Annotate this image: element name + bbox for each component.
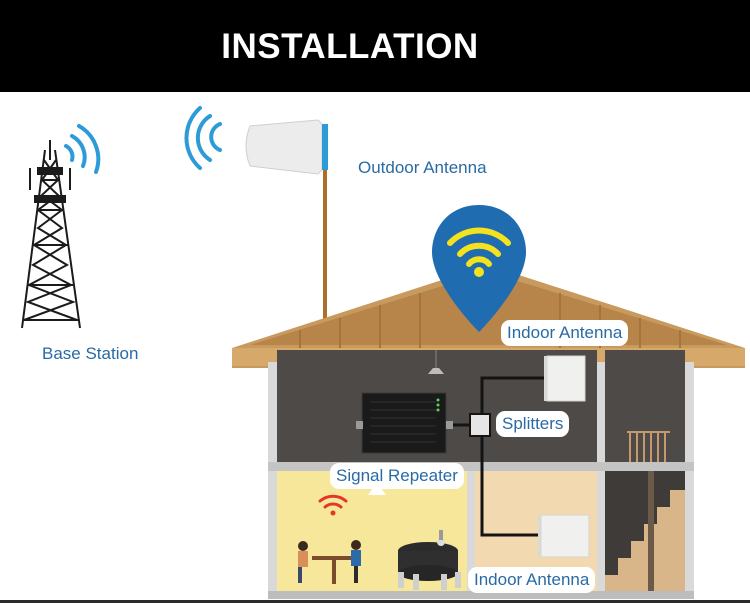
wifi-red-icon [318,494,348,516]
label-indoor-antenna-top: Indoor Antenna [501,320,629,346]
label-indoor-antenna-bottom: Indoor Antenna [468,567,596,593]
label-base-station: Base Station [42,344,139,363]
label-outdoor-antenna: Outdoor Antenna [358,158,487,177]
wifi-pin-icon [432,205,526,332]
outdoor-antenna-signal-waves [184,106,222,170]
label-splitters: Splitters [496,411,570,437]
base-station-tower [21,140,81,329]
page-title: INSTALLATION [221,27,479,66]
header-bar: INSTALLATION [0,0,750,92]
outdoor-antenna [245,119,328,175]
bar-table [398,530,461,590]
indoor-antenna-upper [544,355,586,402]
people-at-table [298,540,361,584]
bottom-border [0,600,750,603]
indoor-antenna-lower [538,514,590,558]
lower-room-lamp [368,488,386,495]
label-signal-repeater: Signal Repeater [330,463,464,489]
indoor-cables [453,376,547,537]
tower-signal-waves [64,124,101,174]
splitter-device [469,413,491,437]
signal-repeater-device [356,392,453,454]
